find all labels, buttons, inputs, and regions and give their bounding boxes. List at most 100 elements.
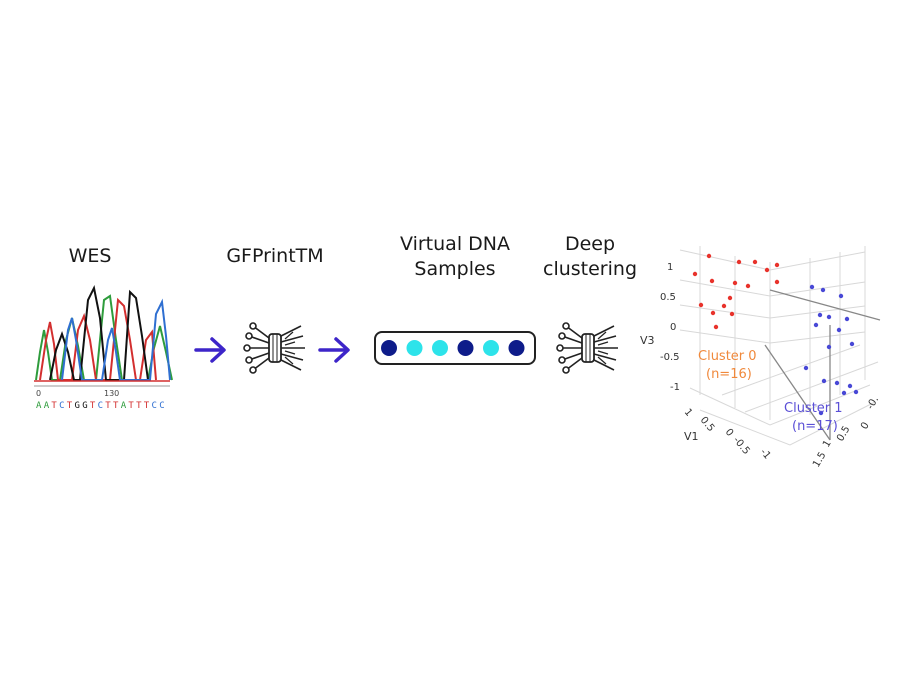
cluster1-label: Cluster 1 (784, 401, 843, 416)
scatter-point (727, 295, 733, 301)
v2-tick-0: 0 (859, 420, 872, 431)
v2-tick-1: 1 (821, 438, 834, 449)
v2-tick-1.5: 1.5 (811, 450, 828, 469)
base-letter: T (128, 401, 134, 411)
gfprint-network-icon (243, 322, 306, 374)
scatter-point (813, 322, 819, 328)
dna-sample-dot (457, 340, 474, 356)
scatter-point (706, 253, 712, 259)
scatter-point (844, 316, 850, 322)
scatter-point (745, 283, 751, 289)
arrow-2 (318, 337, 350, 363)
v1-axis-label: V1 (684, 430, 699, 443)
scatter-point (709, 278, 715, 284)
trace-blue (61, 298, 171, 381)
deep-clustering-label-line2: clustering (543, 258, 637, 280)
dna-sample-dot (406, 340, 423, 356)
deep-clustering-label-line1: Deep (564, 233, 616, 255)
scatter-point (710, 310, 716, 316)
scatter-point (817, 312, 823, 318)
scatter-point (774, 262, 780, 268)
v1-tick--0.5: -0.5 (731, 435, 752, 457)
virtual-dna-dots (381, 340, 525, 356)
trace-black (49, 284, 149, 381)
base-letter: T (144, 401, 150, 411)
scatter-point (809, 284, 815, 290)
cluster1-count: (n=17) (792, 419, 838, 434)
scatter-point (752, 259, 758, 265)
scatter-point (729, 311, 735, 317)
v1-tick-0.5: 0.5 (698, 415, 717, 434)
base-letter: A (121, 401, 127, 411)
plot-axes (764, 289, 881, 441)
v1-tick-0: 0 (723, 427, 736, 439)
scatter-point (721, 303, 727, 309)
wes-label: WES (68, 245, 112, 267)
scatter-point (818, 410, 824, 416)
v3-tick-0: 0 (670, 322, 676, 333)
scatter-point (713, 324, 719, 330)
scatter-point (698, 302, 704, 308)
v3-tick--0.5: -0.5 (660, 352, 680, 363)
scatter-point (849, 341, 855, 347)
scatter-point (764, 267, 770, 273)
v3-tick-0.5: 0.5 (660, 292, 676, 303)
tick-130: 130 (104, 389, 119, 398)
v3-tick-1: 1 (667, 262, 673, 273)
dna-sample-dot (508, 340, 525, 356)
cluster0-label: Cluster 0 (698, 349, 757, 364)
scatter-point (826, 344, 832, 350)
dna-sample-dot (432, 340, 448, 356)
dna-sample-dot (483, 340, 499, 356)
scatter-point (841, 390, 847, 396)
base-letter: T (90, 401, 96, 411)
arrow-1 (194, 337, 226, 363)
scatter-point (838, 293, 844, 299)
dna-sample-dot (381, 340, 397, 356)
v3-tick--1: -1 (670, 382, 680, 393)
base-letter: T (113, 401, 119, 411)
gfprint-label: GFPrintTM (226, 245, 324, 267)
scatter-point (847, 383, 853, 389)
tick-0: 0 (36, 389, 41, 398)
v1-tick--1: -1 (758, 447, 773, 462)
scatter-point (853, 389, 859, 395)
base-letter: T (136, 401, 142, 411)
base-letter: T (67, 401, 73, 411)
virtual-dna-label-line2: Samples (414, 258, 496, 280)
base-letter: C (98, 401, 103, 411)
deep-clustering-network-icon (556, 322, 619, 374)
scatter-point (834, 380, 840, 386)
scatter-point (836, 327, 842, 333)
base-letter: T (105, 401, 111, 411)
v3-axis-label: V3 (640, 334, 655, 347)
virtual-dna-vector (374, 331, 536, 365)
base-letter: A (36, 401, 42, 411)
virtual-dna-label-line1: Virtual DNA (400, 233, 510, 255)
v2-tick-a: -0. (865, 395, 881, 412)
scatter-point (732, 280, 738, 286)
base-letter: T (51, 401, 57, 411)
scatter-point (820, 287, 826, 293)
base-letter: G (82, 401, 87, 411)
scatter-point (736, 259, 742, 265)
v1-tick-1: 1 (682, 407, 695, 419)
scatter-3d-plot: 1 0.5 0 -0.5 -1 V3 1 0.5 0 -0.5 -1 V1 -0… (640, 246, 881, 470)
base-letter: C (59, 401, 64, 411)
base-letter: C (152, 401, 157, 411)
cluster0-count: (n=16) (706, 367, 752, 382)
scatter-point (774, 279, 780, 285)
base-letter: A (44, 401, 50, 411)
scatter-points (692, 253, 859, 416)
base-letter: C (159, 401, 164, 411)
scatter-point (826, 314, 832, 320)
scatter-point (821, 378, 827, 384)
scatter-point (803, 365, 809, 371)
scatter-point (692, 271, 698, 277)
base-letter: G (75, 401, 80, 411)
plot-grid (679, 246, 879, 446)
